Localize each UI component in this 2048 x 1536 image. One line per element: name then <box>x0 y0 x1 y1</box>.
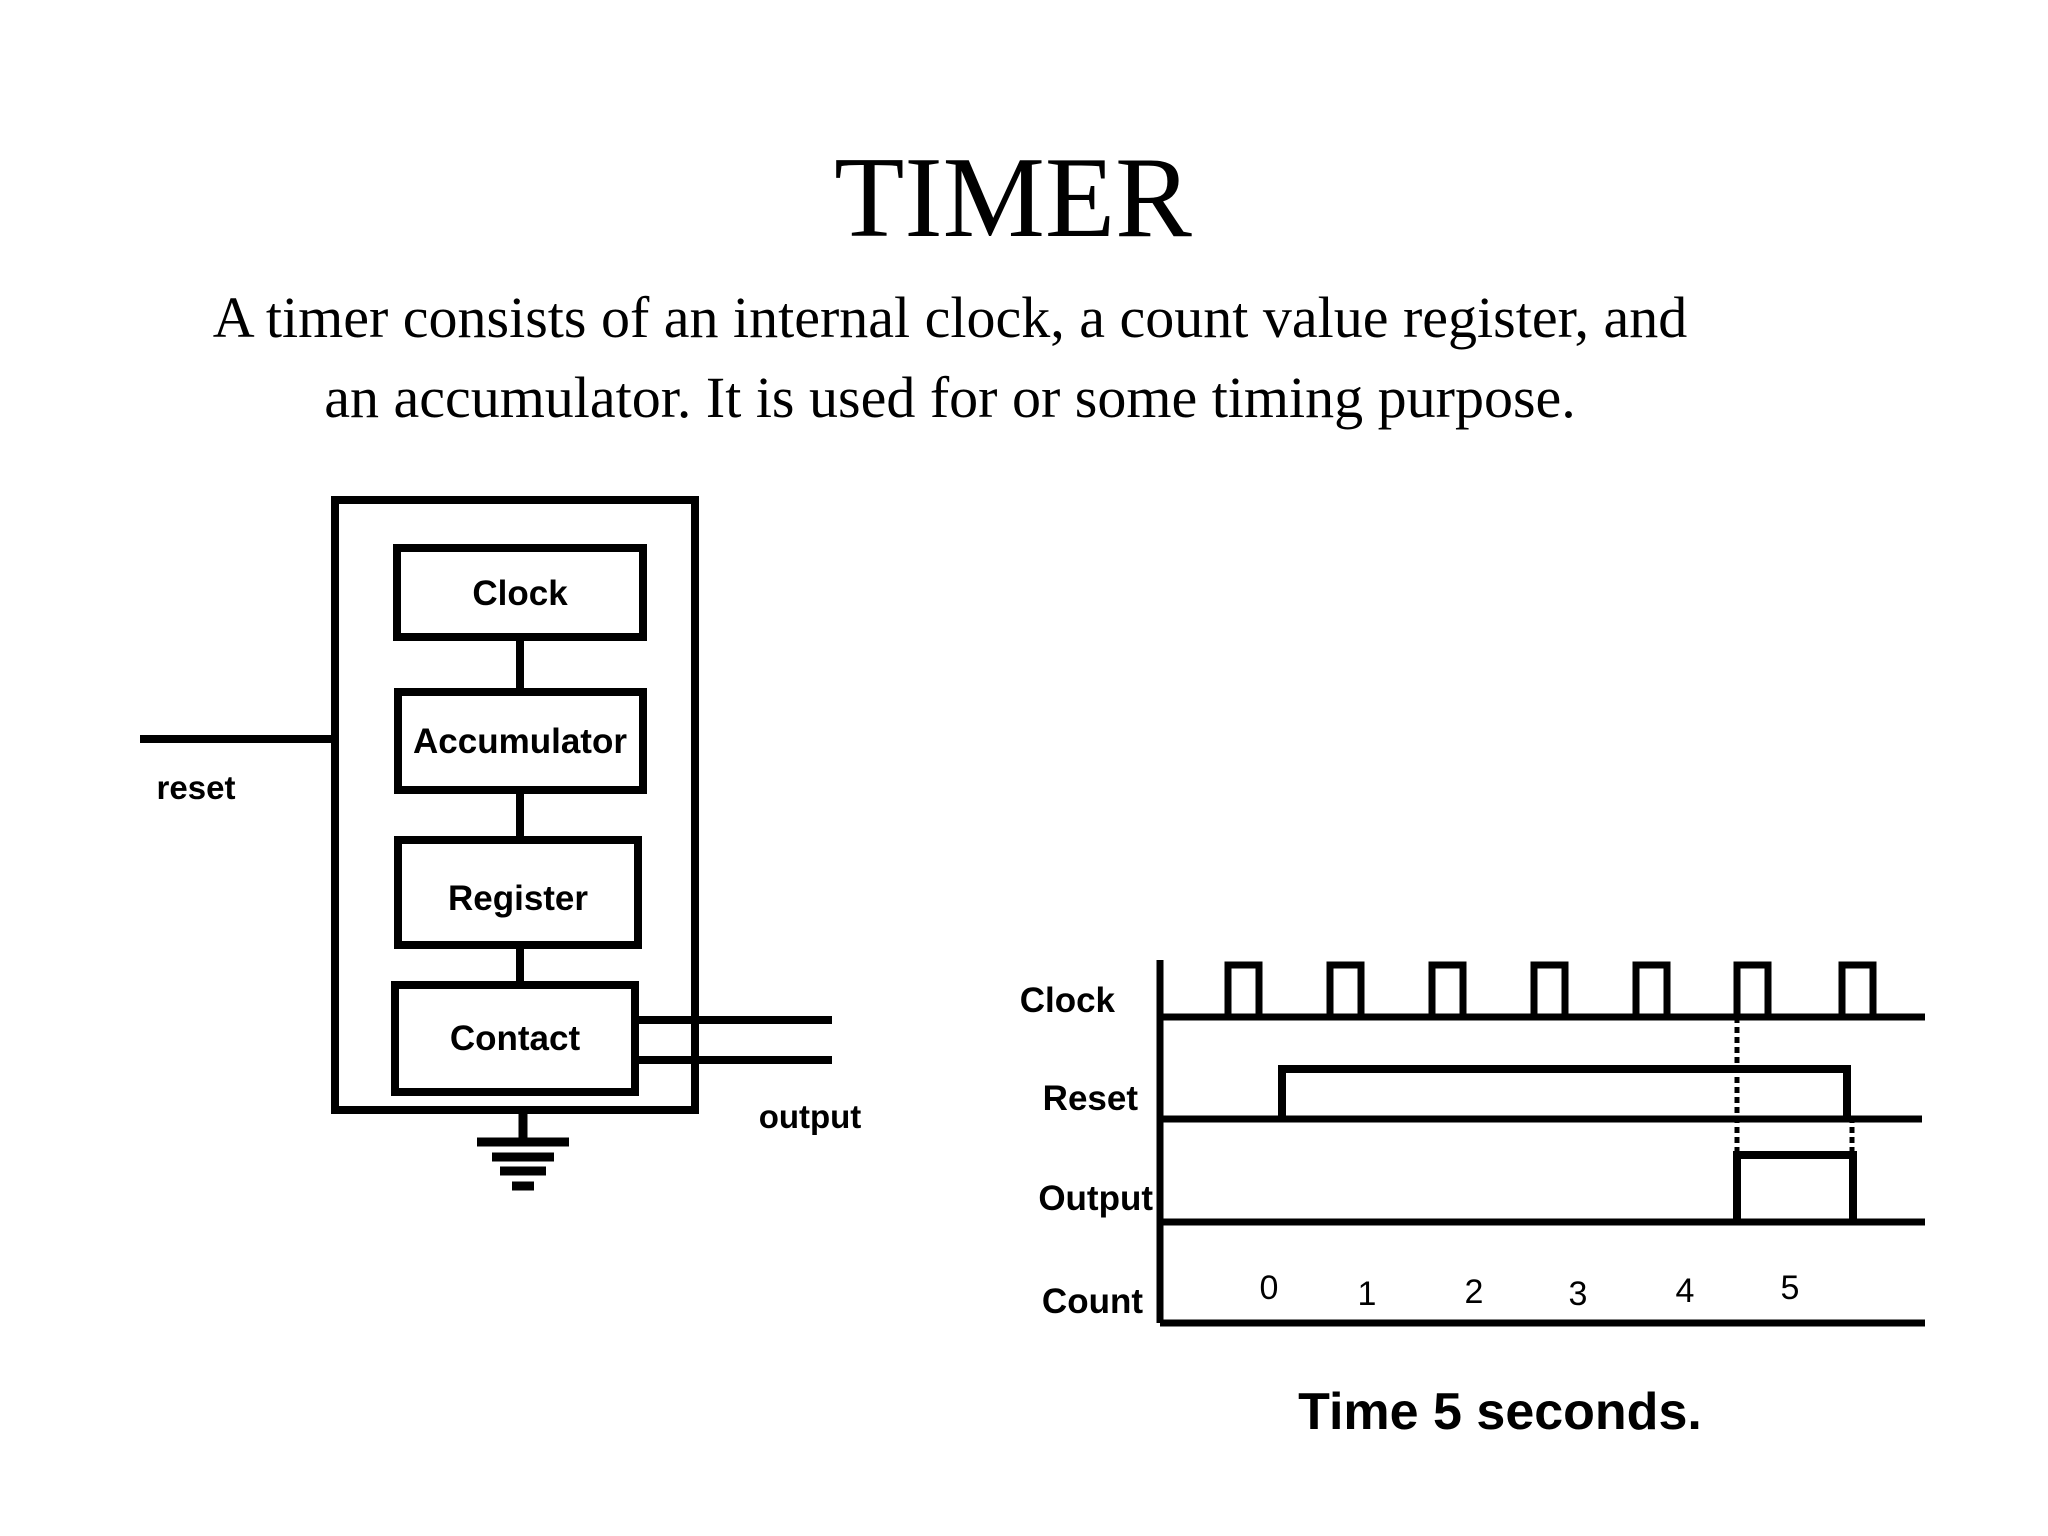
count-values: 0 1 2 3 4 5 <box>1260 1269 1800 1313</box>
page-title: TIMER <box>834 134 1192 261</box>
reset-wire-label: reset <box>157 769 236 806</box>
count-value: 4 <box>1676 1272 1695 1310</box>
count-value: 0 <box>1260 1269 1279 1307</box>
clock-pulses <box>1224 961 1877 1017</box>
contact-box-label: Contact <box>450 1019 581 1058</box>
slide-subtitle: A timer consists of an internal clock, a… <box>0 278 1900 438</box>
clock-box-label: Clock <box>472 574 568 613</box>
output-pulse <box>1733 1151 1857 1222</box>
timing-caption: Time 5 seconds. <box>1298 1383 1702 1441</box>
subtitle-line-2: an accumulator. It is used for or some t… <box>324 365 1576 430</box>
count-value: 5 <box>1781 1269 1800 1307</box>
output-wire-label: output <box>759 1098 862 1135</box>
accumulator-box-label: Accumulator <box>413 722 627 761</box>
register-box-label: Register <box>448 879 588 918</box>
timer-block-diagram: Clock Accumulator Register Contact reset… <box>140 496 862 1191</box>
clock-box <box>393 544 647 641</box>
output-row-label: Output <box>1038 1179 1153 1218</box>
accumulator-box <box>394 688 647 794</box>
reset-pulse <box>1278 1065 1851 1119</box>
subtitle-line-1: A timer consists of an internal clock, a… <box>212 285 1688 350</box>
reset-row-label: Reset <box>1043 1079 1139 1118</box>
clock-row-label: Clock <box>1020 981 1116 1020</box>
count-value: 1 <box>1358 1275 1377 1313</box>
ground-icon <box>477 1110 569 1191</box>
contact-box <box>391 981 639 1096</box>
register-box <box>394 836 642 949</box>
timing-diagram: Clock Reset Output Count 0 1 2 3 4 5 Tim… <box>1020 960 1925 1441</box>
count-row-label: Count <box>1042 1282 1143 1321</box>
count-value: 2 <box>1465 1273 1484 1311</box>
count-value: 3 <box>1569 1275 1588 1313</box>
